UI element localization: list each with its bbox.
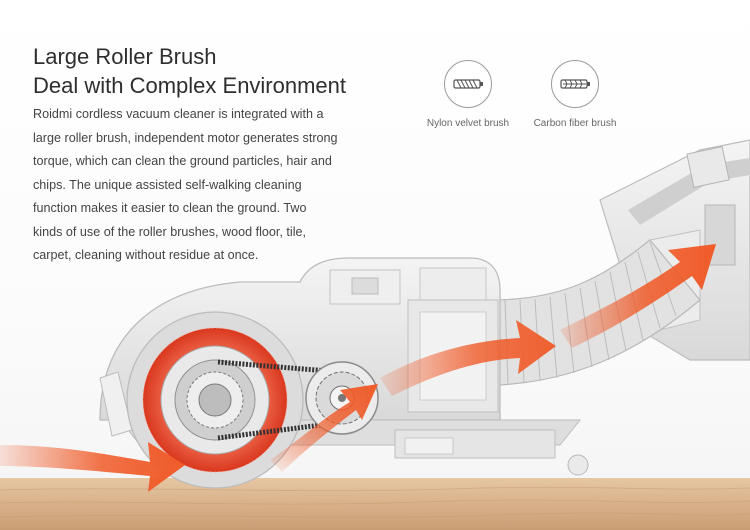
airflow-arrow-motor	[270, 384, 378, 472]
heading-line-2: Deal with Complex Environment	[33, 73, 347, 98]
description-line: carpet, cleaning without residue at once…	[33, 248, 259, 262]
heading-line-1: Large Roller Brush	[33, 44, 217, 69]
nylon-velvet-brush-icon	[444, 60, 492, 108]
description-line: kinds of use of the roller brushes, wood…	[33, 224, 307, 239]
wood-floor	[0, 478, 750, 530]
carbon-fiber-brush-icon	[551, 60, 599, 108]
description-line: function makes it easier to clean the gr…	[33, 201, 307, 215]
feature-heading: Large Roller Brush Deal with Complex Env…	[33, 42, 346, 100]
airflow-arrow-body	[380, 320, 556, 396]
brush-label: Carbon fiber brush	[533, 118, 617, 129]
description-line: Roidmi cordless vacuum cleaner is integr…	[33, 107, 324, 121]
description-line: torque, which can clean the ground parti…	[33, 154, 332, 168]
floor-grain	[0, 486, 750, 518]
description-line: chips. The unique assisted self-walking …	[33, 177, 302, 192]
feature-description: Roidmi cordless vacuum cleaner is integr…	[33, 103, 353, 268]
description-line: large roller brush, independent motor ge…	[33, 130, 338, 145]
brush-option-carbon: Carbon fiber brush	[520, 60, 630, 129]
airflow-arrow-wand	[560, 244, 716, 348]
roller-brush	[126, 311, 304, 489]
airflow-arrow-intake	[0, 442, 185, 492]
brush-label: Nylon velvet brush	[426, 118, 510, 129]
brush-option-nylon: Nylon velvet brush	[413, 60, 523, 129]
